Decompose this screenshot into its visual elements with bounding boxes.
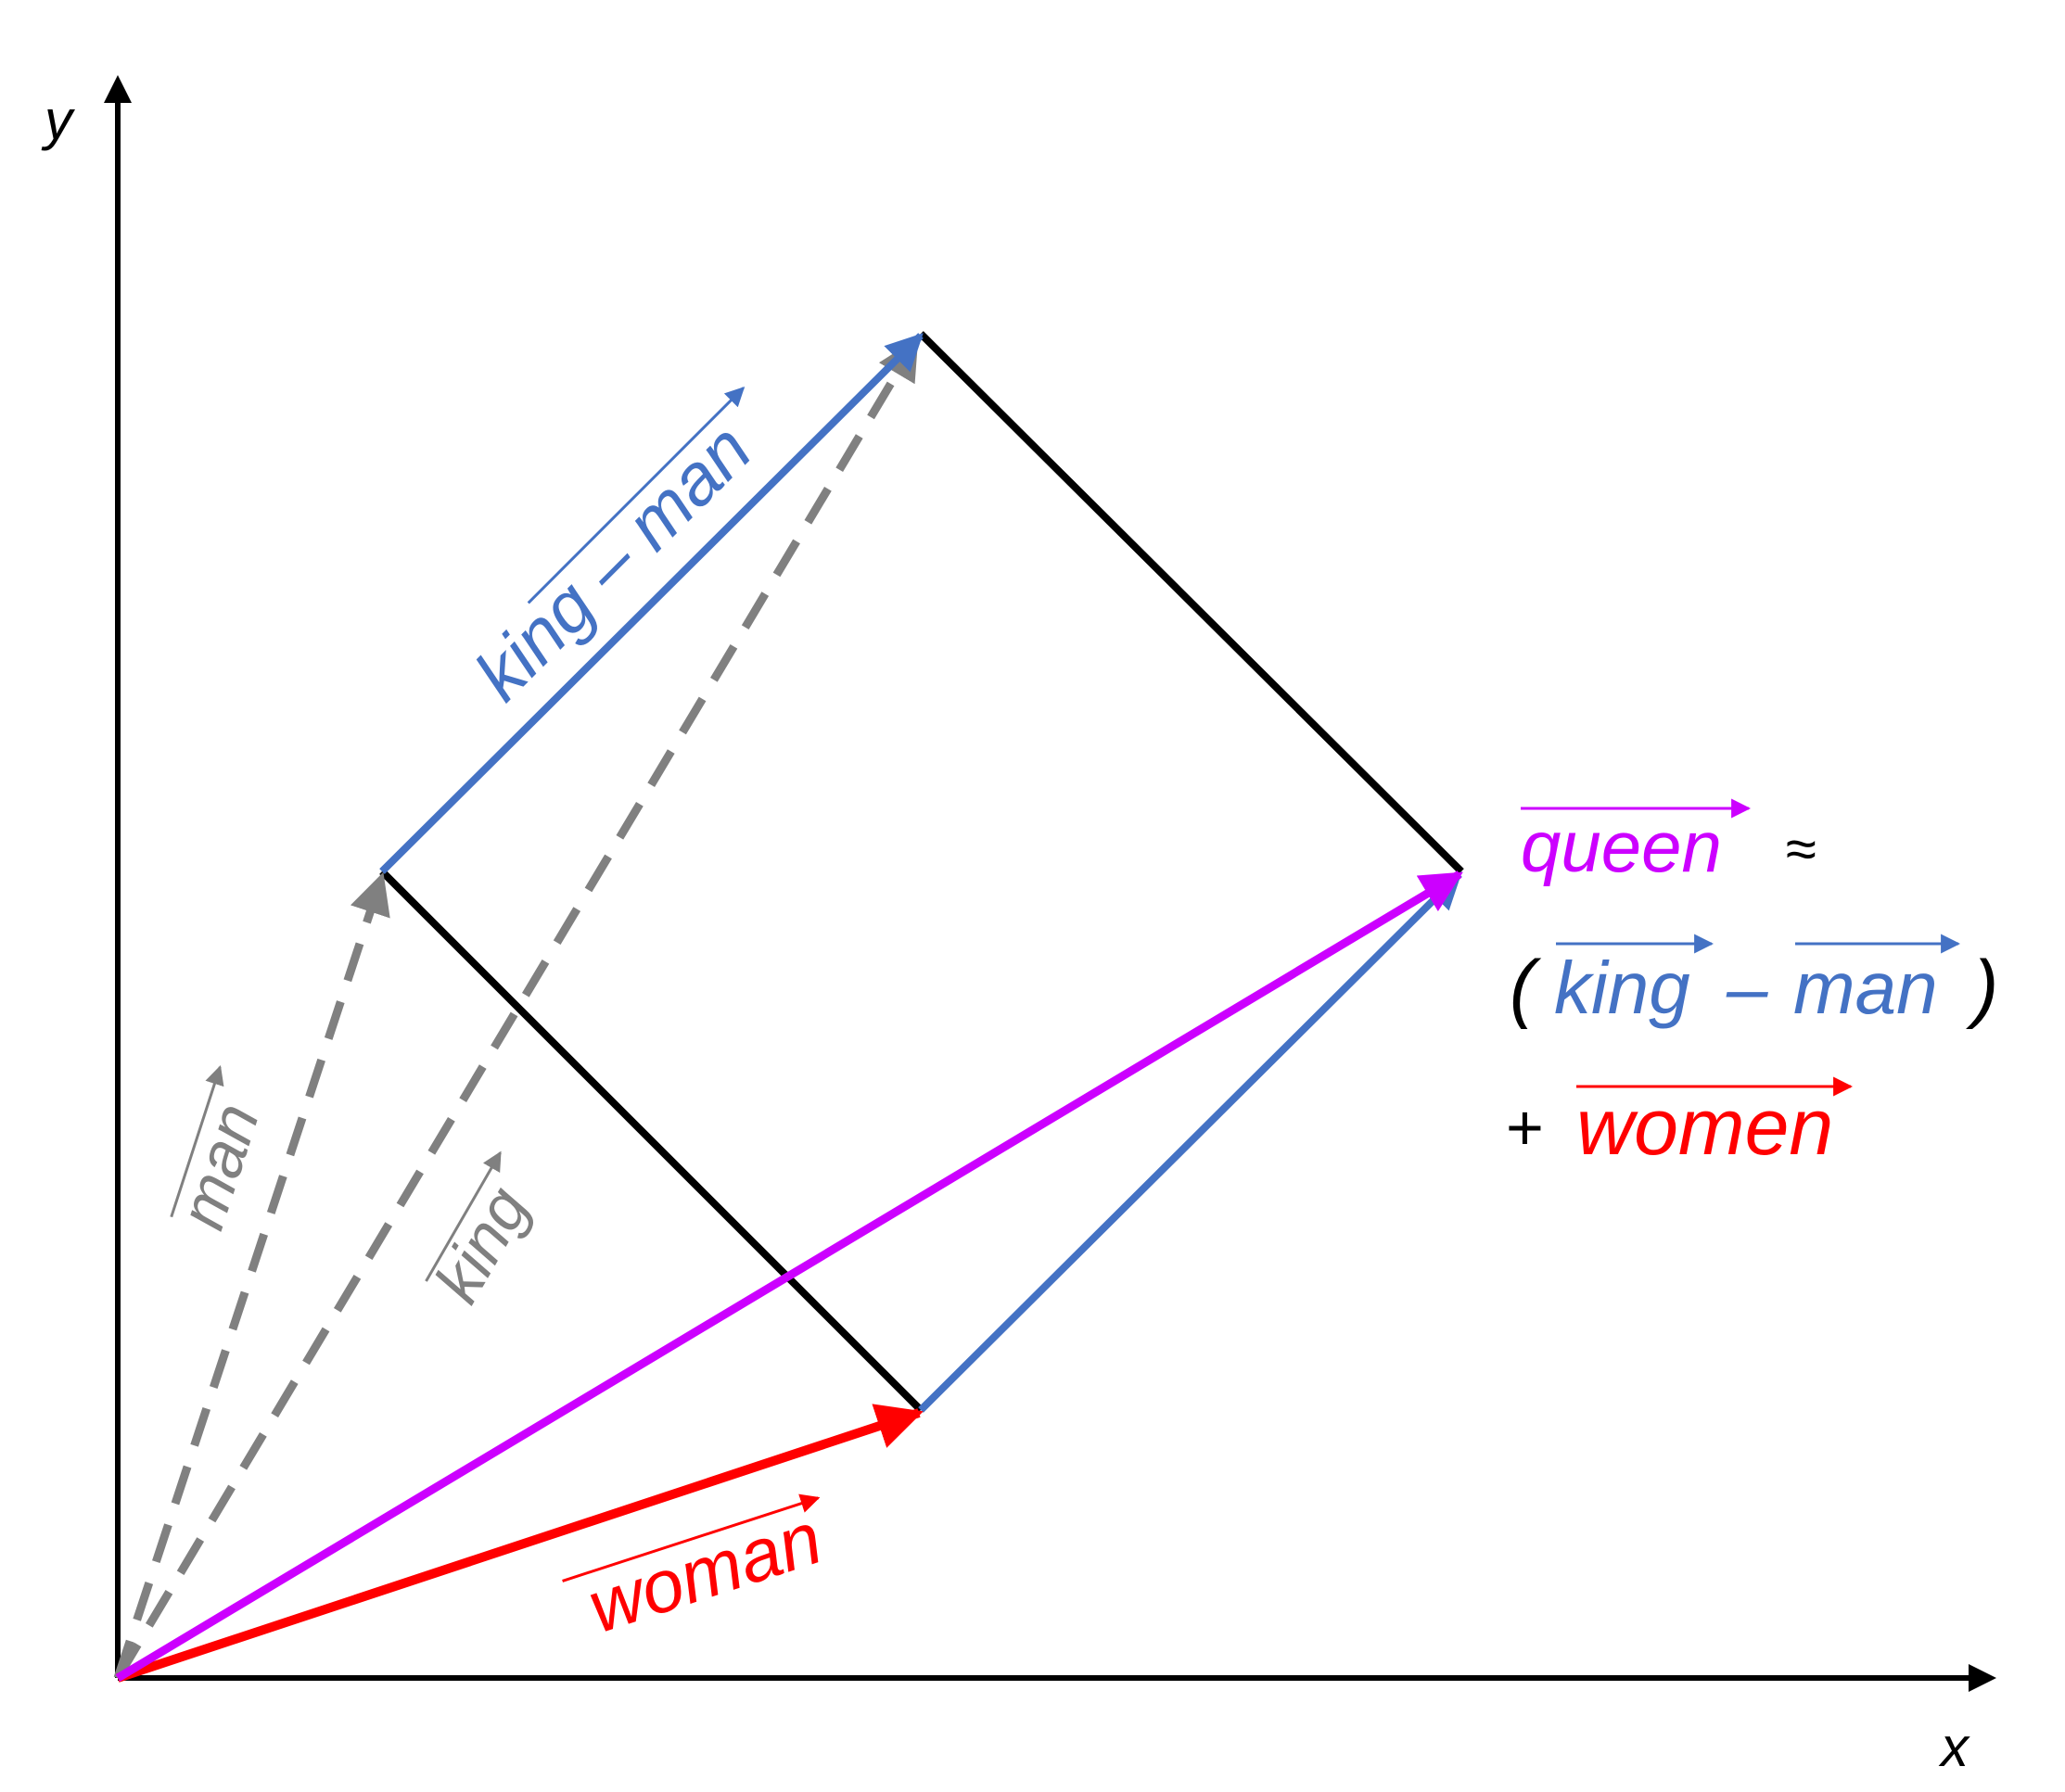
woman-label: woman — [579, 1496, 832, 1648]
woman-overarrow — [562, 1493, 821, 1582]
king-minus-man-label-group: king – man — [459, 386, 767, 716]
man-vector — [113, 871, 390, 1680]
equation-queen: queen — [1521, 806, 1722, 887]
king-minus-man-overarrow — [527, 386, 746, 604]
king-minus-man-vector-translated — [918, 871, 1462, 1413]
queen-vector — [115, 871, 1463, 1682]
king-overarrow — [425, 1150, 502, 1282]
edge-man-to-woman — [379, 869, 924, 1413]
man-label-group: man — [165, 1065, 273, 1238]
king-label-group: king — [420, 1150, 542, 1315]
equation-king: king — [1554, 947, 1690, 1029]
equation-open-paren: ( — [1510, 946, 1542, 1030]
equation-plus: + — [1506, 1091, 1544, 1163]
man-overarrow — [170, 1065, 224, 1218]
edge-king-to-queen — [918, 331, 1464, 874]
woman-vector — [116, 1404, 924, 1683]
equation: queen ≈ ( king – man ) + women — [1506, 798, 1998, 1172]
man-label: man — [165, 1095, 273, 1238]
equation-approx: ≈ — [1786, 818, 1816, 880]
equation-minus: – — [1726, 947, 1768, 1029]
equation-man: man — [1793, 947, 1938, 1029]
king-minus-man-vector — [379, 333, 924, 874]
x-axis-label: x — [1938, 1716, 1970, 1778]
king-vector — [114, 337, 920, 1681]
y-axis-label: y — [41, 89, 76, 151]
equation-close-paren: ) — [1966, 946, 1998, 1030]
king-label: king — [420, 1175, 542, 1314]
equation-women: women — [1576, 1083, 1833, 1172]
